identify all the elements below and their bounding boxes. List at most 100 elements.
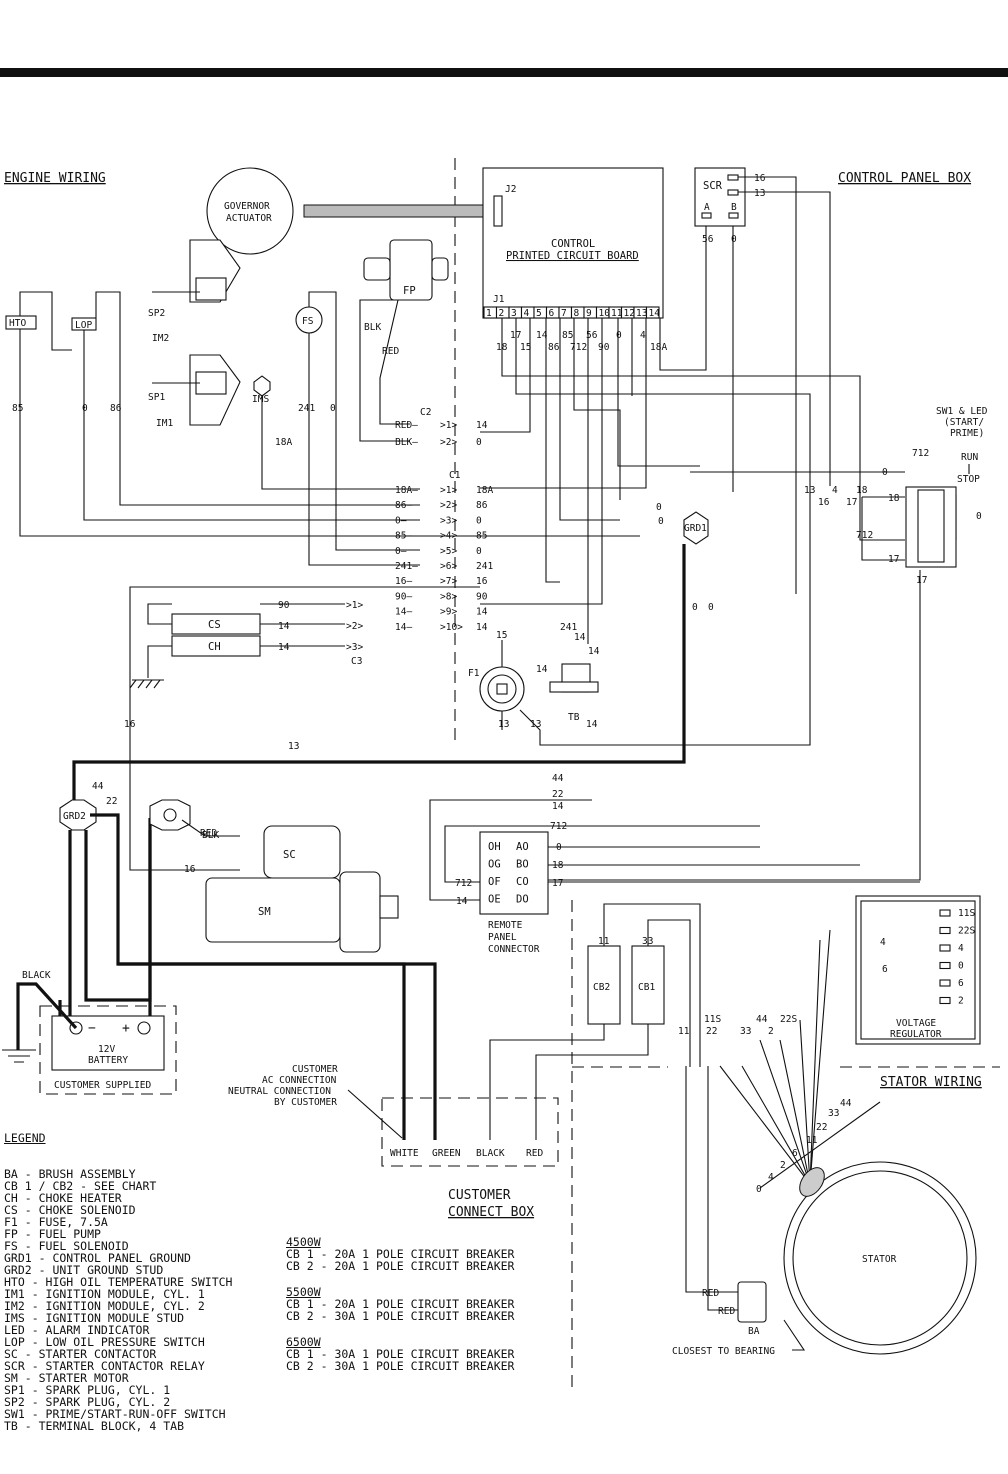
- j1-pin-label: 7: [561, 308, 567, 319]
- j1-label: J1: [493, 294, 505, 305]
- wire-number-label: 0: [708, 602, 714, 613]
- top-rule: [0, 68, 1008, 77]
- connector-wire-out: 0: [476, 546, 482, 557]
- engine-wire-label: 0: [330, 403, 336, 414]
- fp-blk-label: BLK: [364, 322, 381, 333]
- wire-pcb-bus: [480, 226, 905, 746]
- legend-item: SCR - STARTER CONTACTOR RELAY: [4, 1359, 205, 1373]
- scr-label: SCR: [703, 180, 723, 192]
- wire-number-label: BLK: [202, 830, 219, 841]
- vreg-label-2: REGULATOR: [890, 1029, 942, 1040]
- breaker-line: CB 2 - 30A 1 POLE CIRCUIT BREAKER: [286, 1309, 515, 1323]
- connector-wire-in: 86—: [395, 500, 412, 511]
- wire-ba: [685, 1066, 738, 1311]
- grd1-ground: [683, 511, 709, 545]
- fp-label: FP: [403, 285, 416, 297]
- cb1-label: CB1: [638, 982, 655, 993]
- connector-wire-in: 0—: [395, 546, 407, 557]
- wire-number-label: 44: [92, 781, 104, 792]
- connector-pin: >2>: [440, 500, 457, 511]
- j1-pin-label: 10: [599, 308, 611, 319]
- im1-label: IM1: [156, 418, 173, 429]
- control-panel-box-title: CONTROL PANEL BOX: [838, 171, 971, 186]
- wire-number-label: 14: [586, 719, 598, 730]
- wire-16-long: [129, 586, 480, 871]
- wire-number-label: 22: [706, 1026, 717, 1037]
- connector-wire-out: 14: [476, 622, 488, 633]
- legend-item: GRD1 - CONTROL PANEL GROUND: [4, 1251, 191, 1265]
- scr-terminal-16: [727, 174, 739, 181]
- wire-number-label: 13: [498, 719, 509, 730]
- terminal-block-base: [549, 681, 599, 693]
- ims-stud: [253, 375, 271, 397]
- connector-wire-out: 90: [476, 591, 488, 602]
- wire-number-label: 17: [846, 497, 857, 508]
- j1-pin-label: 6: [549, 308, 555, 319]
- remote-pin-right: CO: [516, 876, 529, 888]
- term-green: GREEN: [432, 1148, 461, 1159]
- wire-number-label: 6: [882, 964, 888, 975]
- remote-pin-left: OF: [488, 876, 501, 888]
- j1-top-wire-label: 4: [640, 330, 646, 341]
- vreg-terminal: [939, 944, 951, 952]
- wire-choke: [147, 603, 345, 678]
- connector-pin: >2>: [440, 437, 457, 448]
- j1-pin-label: 8: [574, 308, 580, 319]
- wire-number-label: 14: [456, 896, 468, 907]
- legend-item: SP1 - SPARK PLUG, CYL. 1: [4, 1383, 171, 1397]
- starter-contactor: [263, 825, 341, 879]
- brush-assembly: [737, 1281, 767, 1323]
- wire-number-label: 16: [124, 719, 136, 730]
- wire-number-label: 15: [496, 630, 507, 641]
- wire-number-label: 2: [780, 1160, 786, 1171]
- j2-connector: [493, 195, 503, 227]
- wire-number-label: 0: [976, 511, 982, 522]
- stator-inner: [792, 1170, 968, 1346]
- term-white: WHITE: [390, 1148, 419, 1159]
- closest-bearing-label: CLOSEST TO BEARING: [672, 1346, 775, 1357]
- wire-number-label: 44: [840, 1098, 852, 1109]
- ch-label: CH: [208, 641, 221, 653]
- legend-item: SW1 - PRIME/START-RUN-OFF SWITCH: [4, 1407, 226, 1421]
- connector-pin: >5>: [440, 546, 457, 557]
- wire-scr-13: [738, 191, 831, 486]
- j2-label: J2: [505, 184, 516, 195]
- f1-label: F1: [468, 668, 480, 679]
- wire-number-label: 16: [184, 864, 196, 875]
- c3-wire-in: 90: [278, 600, 290, 611]
- engine-wire-label: 85: [12, 403, 23, 414]
- engine-wiring-title: ENGINE WIRING: [4, 171, 106, 186]
- wire-number-label: 22: [552, 789, 563, 800]
- legend-item: IM2 - IGNITION MODULE, CYL. 2: [4, 1299, 205, 1313]
- wire-number-label: 14: [588, 646, 600, 657]
- c3-wire-in: 14: [278, 642, 290, 653]
- j1-top-wire-label: 14: [536, 330, 548, 341]
- j1-pin-label: 13: [636, 308, 647, 319]
- legend-item: IM1 - IGNITION MODULE, CYL. 1: [4, 1287, 205, 1301]
- fuel-pump-inlet: [363, 257, 391, 281]
- customer-supplied-box: [39, 1005, 177, 1095]
- engine-wire-label: 241: [298, 403, 315, 414]
- scr-wire-label: 56: [702, 234, 714, 245]
- connector-wire-in: 14—: [395, 607, 412, 618]
- wire-fp-blk: [359, 299, 410, 442]
- wire-sw-17: [535, 570, 921, 881]
- connector-wire-in: 90—: [395, 591, 412, 602]
- starter-stud-nut: [163, 808, 177, 822]
- c2-label: C2: [420, 407, 431, 418]
- j1-top-wire-label: 56: [586, 330, 598, 341]
- sp1-label: SP1: [148, 392, 165, 403]
- legend-item: FS - FUEL SOLENOID: [4, 1239, 129, 1253]
- j1-pin-14: [645, 306, 660, 319]
- j1-pin-label: 11: [611, 308, 623, 319]
- legend-item: LOP - LOW OIL PRESSURE SWITCH: [4, 1335, 205, 1349]
- vreg-terminal: [939, 926, 951, 935]
- c3-pin: >3>: [346, 642, 363, 653]
- wire-sw-712: [861, 496, 905, 561]
- remote-pin-right: DO: [516, 894, 529, 906]
- j1-pin-label: 5: [536, 308, 542, 319]
- vreg-terminal: [939, 909, 951, 917]
- battery-ground-lead: [16, 982, 78, 1050]
